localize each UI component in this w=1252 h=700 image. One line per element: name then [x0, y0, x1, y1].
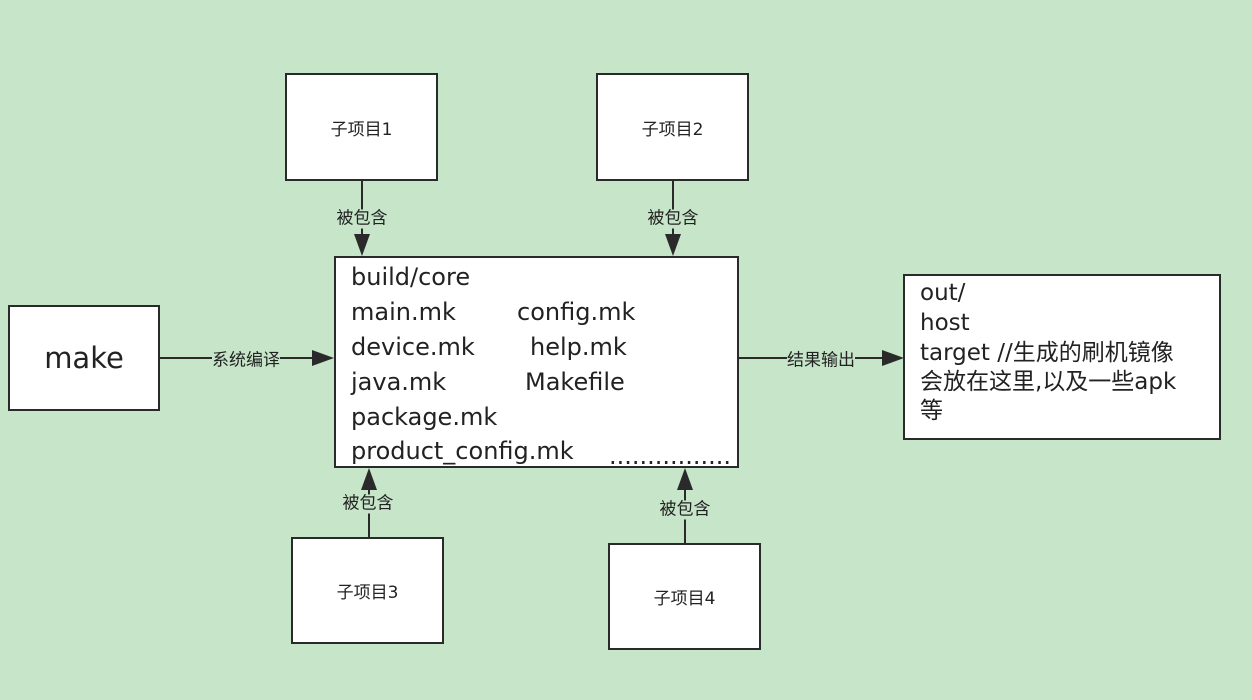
core-ellipsis: ................: [609, 442, 732, 470]
build-core-node: build/core main.mk config.mk device.mk h…: [334, 256, 739, 468]
output-line-target: target //生成的刷机镜像: [920, 340, 1174, 366]
edge-include1-arrowhead: [354, 234, 370, 256]
edge-include2-arrowhead: [665, 234, 681, 256]
output-line-host: host: [920, 310, 970, 336]
core-file-help: help.mk: [530, 333, 627, 361]
core-file-config: config.mk: [517, 298, 636, 326]
edge-include3-label: 被包含: [342, 493, 394, 514]
output-line-etc: 等: [920, 398, 943, 424]
core-file-product-config: product_config.mk: [351, 437, 574, 465]
core-file-package: package.mk: [351, 403, 498, 431]
edge-compile-arrowhead: [312, 350, 334, 366]
edge-compile-label: 系统编译: [212, 350, 280, 371]
output-node: out/ host target //生成的刷机镜像 会放在这里,以及一些apk…: [903, 274, 1221, 440]
edge-include2-label: 被包含: [647, 208, 699, 229]
subproject-4-label: 子项目4: [653, 589, 716, 609]
output-line-apk: 会放在这里,以及一些apk: [920, 369, 1177, 395]
edge-result-arrowhead: [882, 350, 904, 366]
subproject-4-node: 子项目4: [608, 543, 761, 650]
make-label: make: [44, 341, 124, 375]
edge-include4-arrowhead: [677, 468, 693, 490]
core-file-main: main.mk: [351, 298, 456, 326]
subproject-3-node: 子项目3: [291, 537, 444, 644]
edge-include3-arrowhead: [361, 468, 377, 490]
core-file-java: java.mk: [351, 368, 447, 396]
edge-result-label: 结果输出: [787, 350, 855, 371]
subproject-2-label: 子项目2: [641, 119, 704, 140]
core-file-device: device.mk: [351, 333, 475, 361]
subproject-1-label: 子项目1: [330, 119, 393, 140]
edge-include4-label: 被包含: [659, 499, 711, 520]
subproject-2-node: 子项目2: [596, 73, 749, 181]
subproject-1-node: 子项目1: [285, 73, 438, 181]
make-node: make: [8, 305, 160, 411]
edge-include1-label: 被包含: [336, 208, 388, 229]
output-line-out: out/: [920, 280, 966, 306]
core-file-makefile: Makefile: [525, 368, 625, 396]
core-title: build/core: [351, 263, 471, 291]
subproject-3-label: 子项目3: [336, 583, 399, 603]
